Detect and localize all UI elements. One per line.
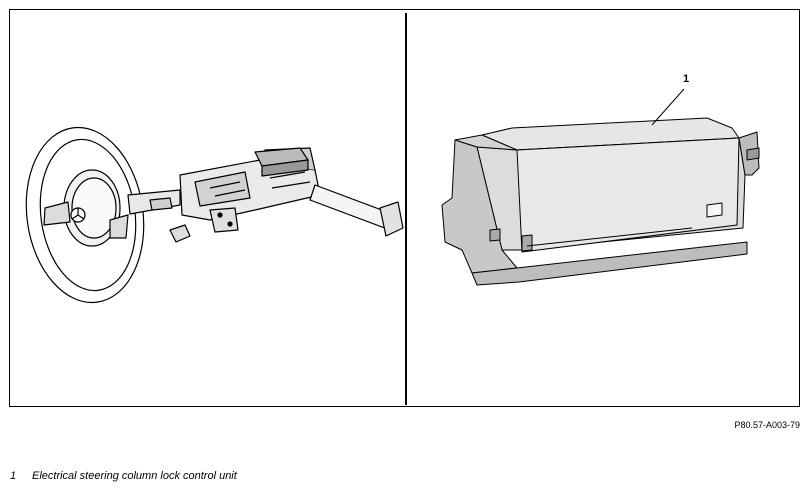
panel-divider [405,13,407,405]
reference-code: P80.57-A003-79 [734,420,800,430]
legend-item: 1 Electrical steering column lock control… [10,470,237,482]
control-unit-illustration [441,88,760,286]
legend-number: 1 [10,470,17,482]
steering-column-illustration [25,126,404,304]
callout-leader-line [651,88,685,126]
callout-number: 1 [683,73,690,85]
legend-text: Electrical steering column lock control … [32,470,237,482]
